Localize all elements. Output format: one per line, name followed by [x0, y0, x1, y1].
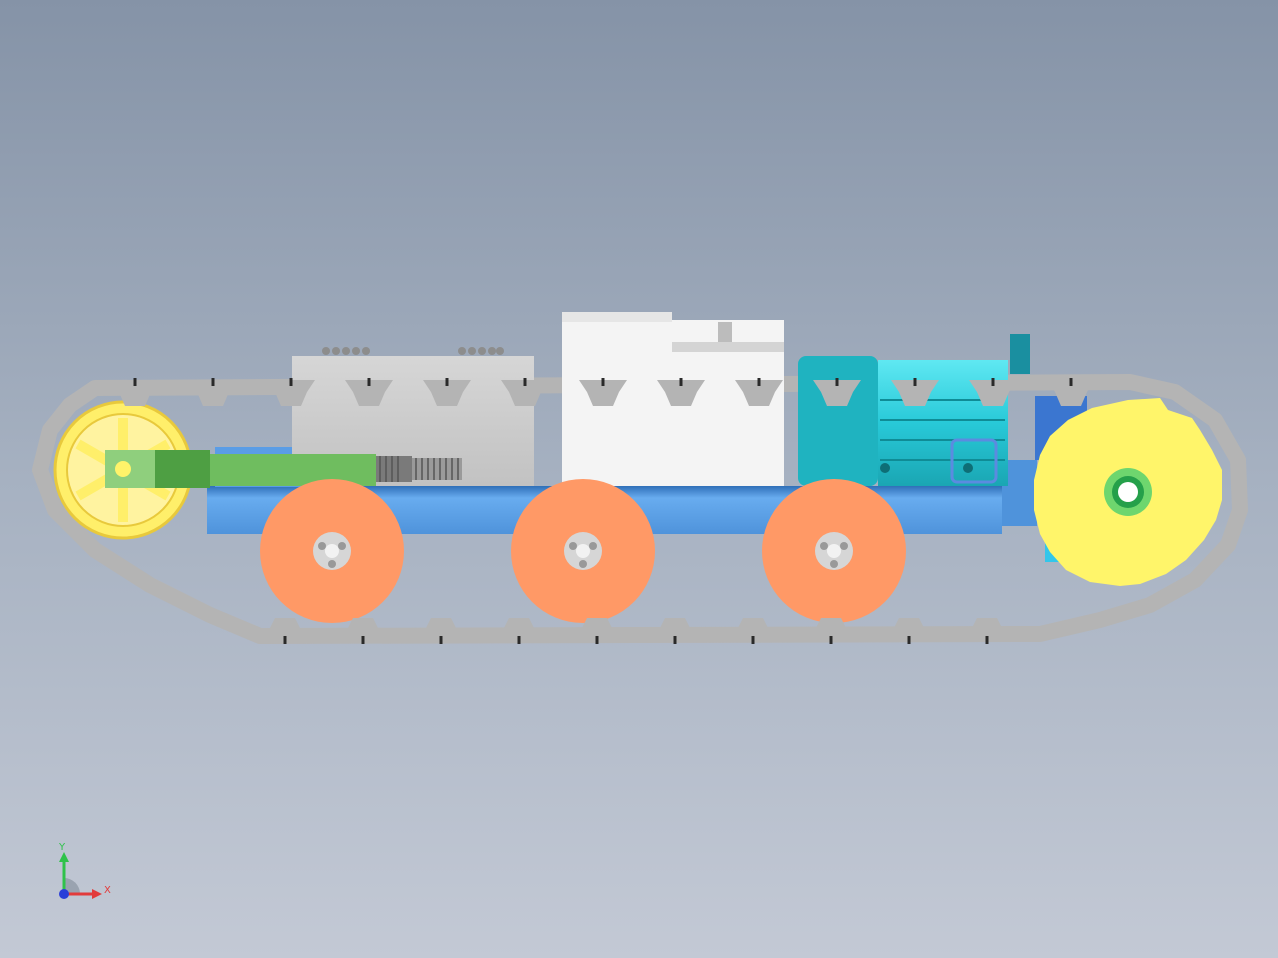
- track-pin: [1069, 378, 1073, 386]
- track-link: [807, 618, 855, 642]
- track-link: [261, 618, 309, 642]
- track-link: [579, 380, 627, 406]
- coordinate-triad: Y X: [58, 842, 111, 899]
- track-pin: [283, 636, 287, 644]
- track-link: [891, 380, 939, 406]
- track-link: [885, 618, 933, 642]
- track-link: [813, 380, 861, 406]
- track-link: [423, 380, 471, 406]
- road-wheel-1: [260, 479, 404, 623]
- terminal-left: [322, 347, 370, 355]
- track-link: [1047, 380, 1095, 406]
- track-links: [111, 378, 1095, 644]
- track-pin: [523, 378, 527, 386]
- track-link: [573, 618, 621, 642]
- track-link: [339, 618, 387, 642]
- track-pin: [439, 636, 443, 644]
- tension-arm: [105, 450, 376, 488]
- track-link: [495, 618, 543, 642]
- track: [32, 374, 1248, 644]
- z-axis: [59, 889, 69, 899]
- track-pin: [595, 636, 599, 644]
- track-link: [735, 380, 783, 406]
- track-pin: [757, 378, 761, 386]
- road-wheel-3: [762, 479, 906, 623]
- track-link: [501, 380, 549, 406]
- track-pin: [907, 636, 911, 644]
- track-link: [417, 618, 465, 642]
- tension-screw: [376, 456, 462, 482]
- track-pin: [517, 636, 521, 644]
- track-pin: [991, 378, 995, 386]
- track-link: [111, 380, 159, 406]
- track-pin: [673, 636, 677, 644]
- track-link: [963, 618, 1011, 642]
- track-pin: [679, 378, 683, 386]
- track-link: [267, 380, 315, 406]
- track-pin: [133, 378, 137, 386]
- track-link: [969, 380, 1017, 406]
- road-wheel-2: [511, 479, 655, 623]
- track-pin: [289, 378, 293, 386]
- track-pin: [361, 636, 365, 644]
- track-pin: [601, 378, 605, 386]
- drive-sprocket: [1034, 398, 1222, 586]
- track-pin: [913, 378, 917, 386]
- track-link: [651, 618, 699, 642]
- track-pin: [985, 636, 989, 644]
- track-pin: [445, 378, 449, 386]
- track-link: [729, 618, 777, 642]
- track-pin: [829, 636, 833, 644]
- track-link: [189, 380, 237, 406]
- track-top-run: [32, 374, 1248, 644]
- track-link: [345, 380, 393, 406]
- track-link: [657, 380, 705, 406]
- triad-y-label: Y: [58, 842, 66, 853]
- track-pin: [835, 378, 839, 386]
- triad-x-label: X: [104, 885, 111, 896]
- track-pin: [751, 636, 755, 644]
- track-pin: [211, 378, 215, 386]
- terminal-right: [458, 347, 504, 355]
- track-pin: [367, 378, 371, 386]
